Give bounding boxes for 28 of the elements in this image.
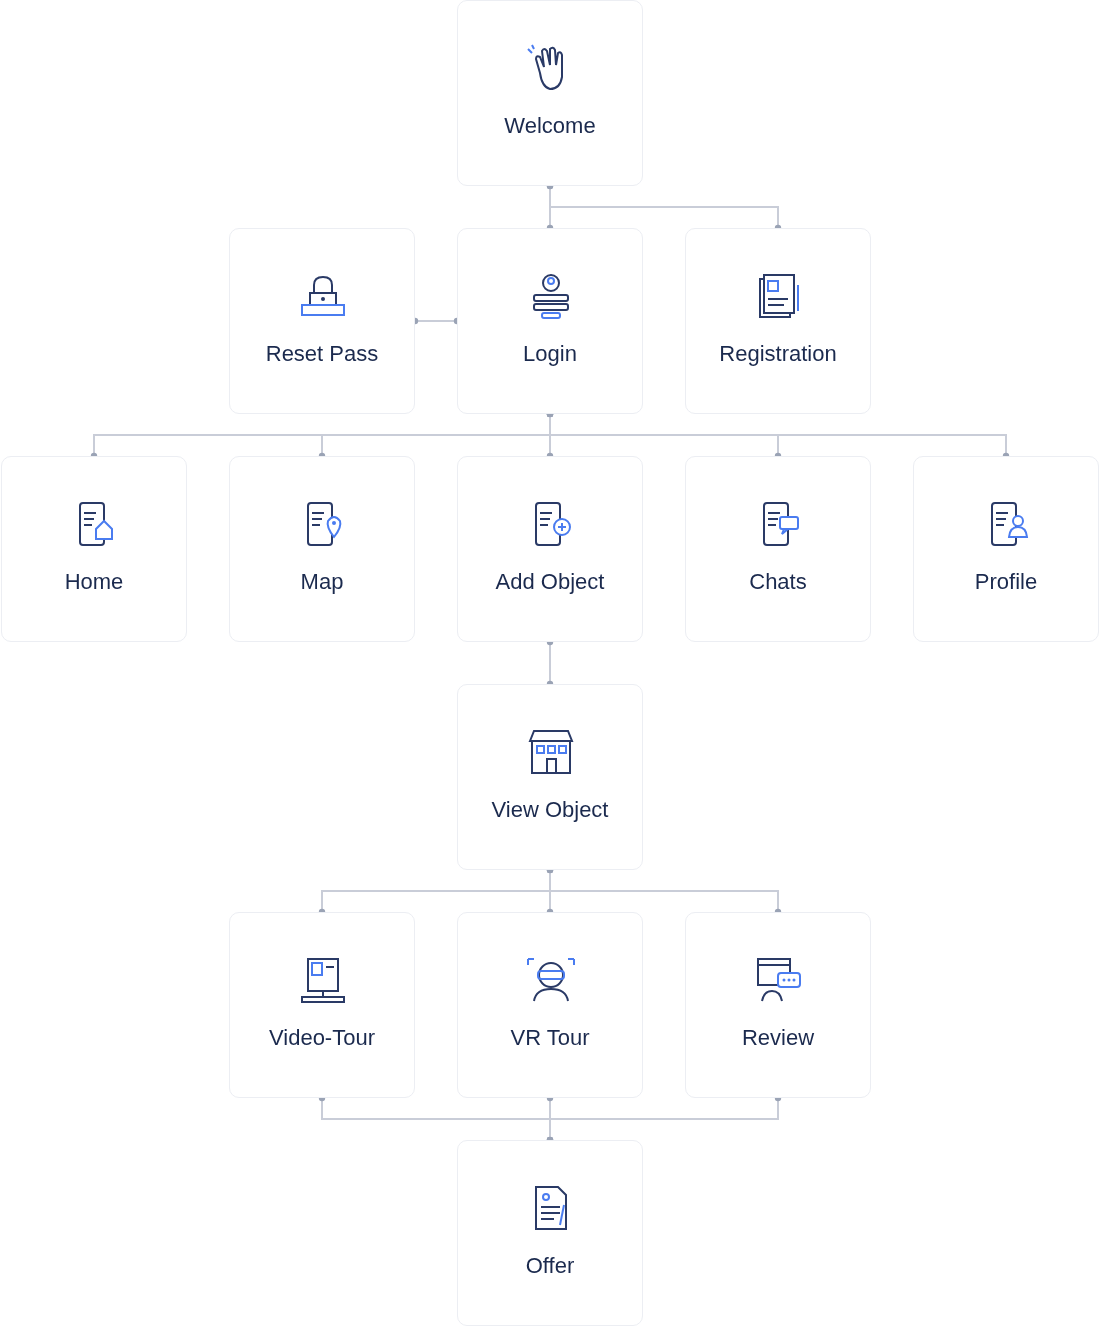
screen-card <box>685 912 871 1098</box>
screen-name: VR Tour <box>509 1025 591 1051</box>
screen-name: View Object <box>490 797 610 823</box>
screen-card <box>685 228 871 414</box>
screen-name: Registration <box>718 341 838 367</box>
screen-name: Offer <box>524 1253 576 1279</box>
screen-name: Profile <box>973 569 1039 595</box>
screen-name: Reset Pass <box>264 341 380 367</box>
screen-card <box>229 456 415 642</box>
screen-card <box>457 456 643 642</box>
screen-card <box>457 912 643 1098</box>
screen-card <box>457 0 643 186</box>
screen-card <box>457 684 643 870</box>
screen-card <box>229 228 415 414</box>
screen-card <box>229 912 415 1098</box>
screen-card <box>457 228 643 414</box>
screen-card <box>913 456 1099 642</box>
screen-card <box>457 1140 643 1326</box>
screen-name: Add Object <box>494 569 606 595</box>
screen-card <box>685 456 871 642</box>
screen-card <box>1 456 187 642</box>
screen-name: Map <box>299 569 345 595</box>
screen-name: Review <box>740 1025 816 1051</box>
screen-name: Video-Tour <box>268 1025 376 1051</box>
screen-name: Login <box>522 341 578 367</box>
screen-name: Chats <box>748 569 808 595</box>
screen-name: Home <box>63 569 125 595</box>
screen-name: Welcome <box>503 113 597 139</box>
